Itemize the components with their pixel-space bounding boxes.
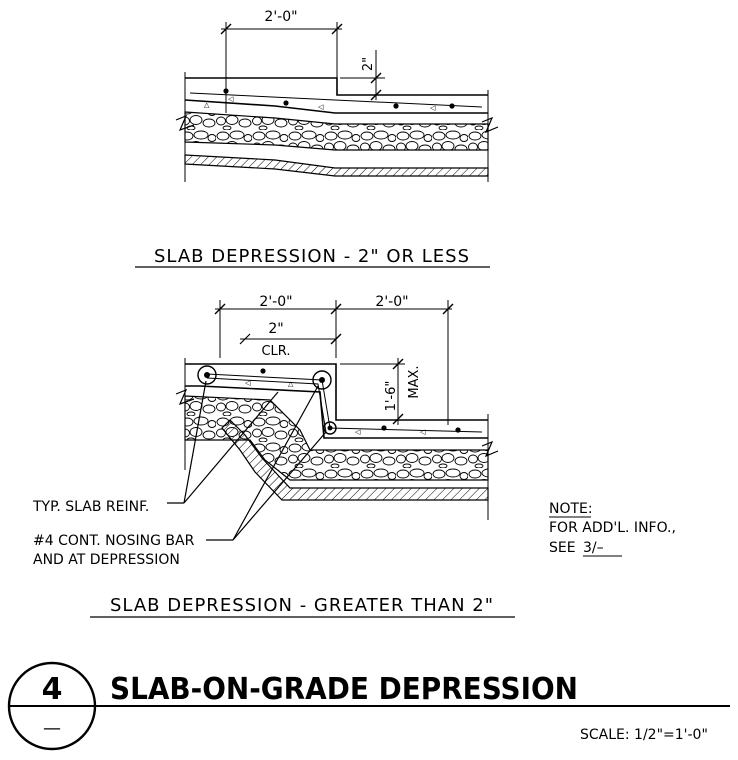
detail2-soil-layer	[221, 419, 489, 501]
detail1-width-dimension: 2'-0"	[220, 9, 343, 113]
rebar-dot	[260, 368, 266, 374]
detail-2: 2'-0" 2'-0" 2" CLR. 1'-6" MAX.	[32, 294, 515, 618]
break-mark	[175, 388, 195, 406]
detail1-drop-dim-text: 2"	[361, 57, 376, 71]
drawing-title: SLAB-ON-GRADE DEPRESSION	[110, 672, 578, 707]
nosing-bar	[327, 425, 333, 431]
detail2-width-dim-left: 2'-0"	[259, 294, 292, 310]
break-mark	[175, 114, 195, 132]
detail1-slab-top	[185, 77, 488, 96]
detail2-width-dim-right: 2'-0"	[375, 294, 408, 310]
detail1-gravel-layer	[184, 111, 489, 151]
svg-text:△: △	[204, 101, 210, 109]
detail-1: 2'-0" 2" ◁ ◁ △ ◁ SLAB DE	[135, 9, 499, 268]
detail1-drop-dimension: 2"	[340, 50, 385, 101]
nosing-bar	[204, 372, 210, 378]
nosing-bar	[319, 377, 325, 383]
detail2-slab-top	[185, 363, 488, 421]
title-block: 4 — SLAB-ON-GRADE DEPRESSION SCALE: 1/2"…	[7, 661, 730, 751]
detail2-slab-bottom	[185, 385, 488, 439]
detail2-drop-max-text: MAX.	[407, 365, 422, 398]
nosing-bar-circle	[197, 365, 217, 385]
svg-text:◁: ◁	[355, 428, 361, 436]
svg-text:◁: ◁	[318, 103, 324, 111]
svg-text:◁: ◁	[228, 95, 234, 103]
detail1-width-dim-text: 2'-0"	[264, 9, 297, 25]
callout-nosing-bar-line2: AND AT DEPRESSION	[33, 552, 180, 568]
detail2-callouts: TYP. SLAB REINF. #4 CONT. NOSING BAR AND…	[32, 380, 327, 568]
nosing-bar-circle	[323, 421, 337, 435]
svg-text:◁: ◁	[420, 428, 426, 436]
detail1-slab-bottom	[184, 99, 488, 114]
rebar-dot	[455, 427, 461, 433]
note-heading: NOTE:	[549, 501, 593, 517]
detail2-drop-dim-text: 1'-6"	[384, 381, 399, 412]
note-line2-prefix: SEE	[549, 540, 576, 556]
detail1-caption: SLAB DEPRESSION - 2" OR LESS	[154, 246, 470, 267]
rebar-dot	[393, 103, 399, 109]
detail2-gravel-layer	[184, 395, 489, 481]
detail2-width-dimensions: 2'-0" 2'-0" 2" CLR.	[214, 294, 454, 425]
detail2-caption: SLAB DEPRESSION - GREATER THAN 2"	[110, 595, 494, 616]
note-line1: FOR ADD'L. INFO.,	[549, 520, 676, 536]
sheet-reference[interactable]: —	[43, 718, 61, 739]
rebar-dot	[381, 425, 387, 431]
rebar-dot	[223, 88, 229, 94]
rebar-dot	[449, 103, 455, 109]
note-block: NOTE: FOR ADD'L. INFO., SEE 3/–	[549, 501, 676, 557]
rebar-dot	[283, 100, 289, 106]
detail2-clear-dim: 2"	[268, 321, 283, 337]
detail2-clear-label: CLR.	[261, 344, 290, 359]
break-mark	[481, 116, 499, 134]
callout-typ-slab-reinf: TYP. SLAB REINF.	[32, 499, 149, 515]
scale-label: SCALE: 1/2"=1'-0"	[580, 727, 708, 743]
svg-text:◁: ◁	[245, 379, 251, 387]
detail1-soil-layer	[184, 154, 489, 177]
detail-number: 4	[42, 672, 63, 707]
svg-text:◁: ◁	[430, 104, 436, 112]
callout-nosing-bar-line1: #4 CONT. NOSING BAR	[33, 533, 195, 549]
break-mark	[481, 440, 499, 458]
svg-text:△: △	[288, 380, 294, 388]
note-line2-ref[interactable]: 3/–	[583, 540, 604, 556]
nosing-bar-circle	[312, 370, 332, 390]
detail2-drop-dimension: 1'-6" MAX.	[340, 358, 422, 425]
